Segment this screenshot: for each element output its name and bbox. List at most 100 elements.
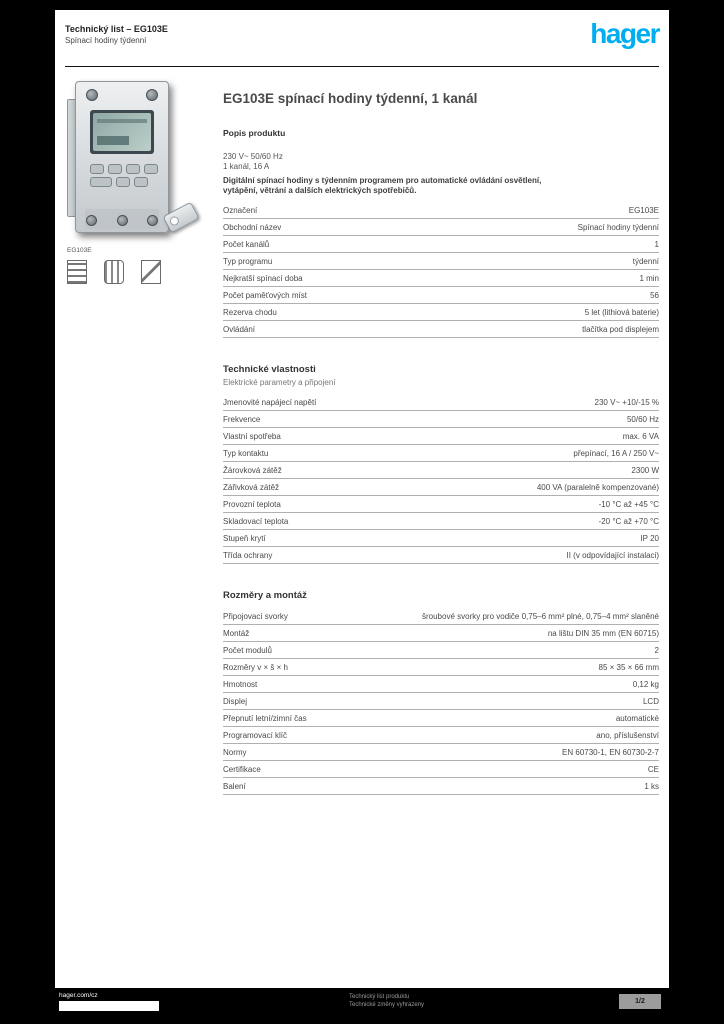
spec-value: šroubové svorky pro vodiče 0,75–6 mm² pl…	[421, 612, 659, 621]
spec-label: Připojovací svorky	[223, 612, 288, 621]
spec-label: Displej	[223, 697, 248, 706]
spec-row: Hmotnost 0,12 kg	[223, 676, 659, 693]
spec-row: Displej LCD	[223, 693, 659, 710]
spec-label: Rozměry v × š × h	[223, 663, 288, 672]
terminal-screw-icon	[147, 215, 158, 226]
approval-mark-icon-3	[141, 260, 161, 284]
page-footer: hager.com/cz Technický list produktu Tec…	[55, 988, 669, 1014]
device-button	[116, 177, 130, 187]
spec-value: ano, příslušenství	[596, 731, 659, 740]
spec-label: Balení	[223, 782, 246, 791]
spec-row: Programovací klíč ano, příslušenství	[223, 727, 659, 744]
footer-left: hager.com/cz	[59, 992, 159, 1011]
spec-label: Certifikace	[223, 765, 261, 774]
spec-row: Skladovací teplota-20 °C až +70 °C	[223, 513, 659, 530]
header-text-block: Technický list – EG103E Spínací hodiny t…	[65, 24, 168, 45]
spec-value: 0,12 kg	[632, 680, 659, 689]
lcd-frame	[90, 110, 154, 154]
spec-value: 400 VA (paralelně kompenzované)	[536, 483, 659, 492]
spec-value: Spínací hodiny týdenní	[577, 223, 659, 232]
device-button	[90, 177, 112, 187]
spec-label: Hmotnost	[223, 680, 258, 689]
button-row	[90, 164, 158, 174]
approval-mark-icon-1	[67, 260, 87, 284]
spec-label: Označení	[223, 206, 258, 215]
page-header: Technický list – EG103E Spínací hodiny t…	[65, 10, 660, 67]
top-terminals	[86, 89, 158, 101]
device-body	[75, 81, 169, 233]
product-note: Digitální spínací hodiny s týdenním prog…	[223, 176, 542, 195]
button-row	[90, 177, 154, 187]
spec-label: Provozní teplota	[223, 500, 281, 509]
intro-heading: Popis produktu	[223, 128, 286, 138]
spec-label: Stupeň krytí	[223, 534, 266, 543]
spec-value: 1	[654, 240, 659, 249]
spec-label: Programovací klíč	[223, 731, 288, 740]
spec-label: Třída ochrany	[223, 551, 273, 560]
spec-label: Rezerva chodu	[223, 308, 277, 317]
spec-label: Normy	[223, 748, 247, 757]
spec-label: Žárovková zátěž	[223, 466, 282, 475]
spec-label: Ovládání	[223, 325, 256, 334]
spec-value: IP 20	[640, 534, 659, 543]
header-product-code: Technický list – EG103E	[65, 24, 168, 34]
page-title: EG103E spínací hodiny týdenní, 1 kanál	[223, 91, 478, 106]
bottom-terminals	[86, 215, 158, 226]
main-column: EG103E spínací hodiny týdenní, 1 kanál P…	[217, 67, 659, 795]
spec-label: Montáž	[223, 629, 250, 638]
lcd-display	[93, 113, 151, 151]
device-button	[126, 164, 140, 174]
footer-address-strip	[59, 1000, 159, 1011]
datasheet-page: Technický list – EG103E Spínací hodiny t…	[55, 10, 669, 1014]
spec-row: Provozní teplota-10 °C až +45 °C	[223, 496, 659, 513]
spec-value: EG103E	[628, 206, 659, 215]
image-caption: EG103E	[67, 247, 92, 254]
page-number-badge: 1/2	[619, 993, 661, 1009]
footer-center: Technický list produktu Technické změny …	[349, 994, 424, 1009]
spec-value: max. 6 VA	[622, 432, 659, 441]
spec-value: přepínací, 16 A / 250 V~	[573, 449, 659, 458]
spec-value: na lištu DIN 35 mm (EN 60715)	[547, 629, 659, 638]
spec-value: 56	[650, 291, 659, 300]
section-rows: Připojovací svorky šroubové svorky pro vo…	[223, 608, 659, 795]
spec-value: automatické	[615, 714, 659, 723]
device-button	[144, 164, 158, 174]
terminal-screw-icon	[146, 89, 158, 101]
spec-value: 230 V~ +10/-15 %	[594, 398, 660, 407]
spec-value: LCD	[642, 697, 659, 706]
spec-label: Typ programu	[223, 257, 273, 266]
spec-label: Typ kontaktu	[223, 449, 269, 458]
device-button	[90, 164, 104, 174]
spec-row: Stupeň krytí IP 20	[223, 530, 659, 547]
spec-value: 5 let (lithiová baterie)	[584, 308, 659, 317]
certification-marks	[67, 260, 217, 284]
spec-row: Připojovací svorky šroubové svorky pro vo…	[223, 608, 659, 625]
section-heading: Technické vlastnosti	[223, 364, 316, 375]
hager-logo: hager	[590, 18, 660, 49]
spec-label: Skladovací teplota	[223, 517, 289, 526]
spec-value: tlačítka pod displejem	[582, 325, 659, 334]
spec-label: Zářivková zátěž	[223, 483, 280, 492]
description-line: 1 kanál, 16 A	[223, 161, 270, 171]
hager-site-link[interactable]: hager.com/cz	[59, 991, 98, 999]
spec-value: 1 min	[639, 274, 659, 283]
section-subheading: Elektrické parametry a připojení	[223, 378, 336, 387]
terminal-screw-icon	[116, 215, 128, 226]
spec-label: Vlastní spotřeba	[223, 432, 281, 441]
terminal-screw-icon	[86, 215, 97, 226]
